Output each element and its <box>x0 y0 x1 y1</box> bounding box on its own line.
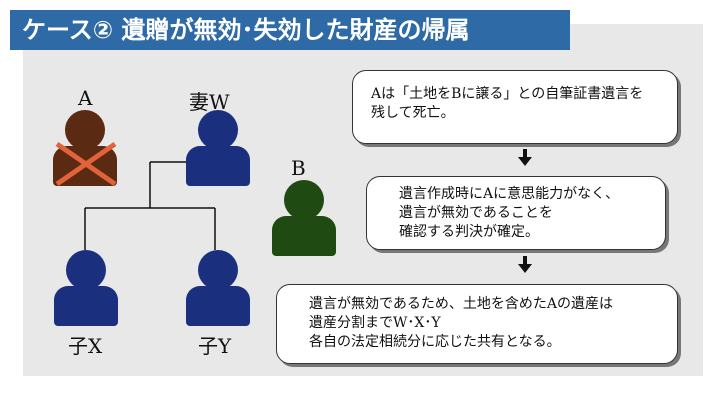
deceased-cross-icon <box>55 141 117 187</box>
flow-box-1-line-1: Aは「土地をBに譲る」との自筆証書遺言を <box>371 86 644 102</box>
flow-box-2-line-1: 遺言作成時にAに意思能力がなく、 <box>399 186 620 202</box>
person-b-label: B <box>291 156 306 180</box>
flow-box-1-line-2: 残して死亡。 <box>371 105 455 121</box>
person-y-head <box>198 250 238 290</box>
person-b-head <box>284 180 324 220</box>
person-x-label: 子X <box>68 334 103 358</box>
flow-box-3-line-3: 各自の法定相続分に応じた共有となる。 <box>309 334 561 350</box>
person-x-icon <box>54 250 118 326</box>
person-y-body <box>186 286 250 326</box>
flow-box-2-line-2: 遺言が無効であることを <box>399 205 553 221</box>
person-x-head <box>66 250 106 290</box>
person-b-icon <box>272 180 336 256</box>
person-a-head <box>65 110 105 150</box>
flow-box-2: 遺言作成時にAに意思能力がなく、 遺言が無効であることを 確認する判決が確定。 <box>366 176 666 250</box>
person-y-icon <box>186 250 250 326</box>
person-y-label: 子Y <box>198 334 232 358</box>
person-w-head <box>198 110 238 150</box>
person-x-body <box>54 286 118 326</box>
page-title: ケース② 遺贈が無効･失効した財産の帰属 <box>10 10 570 50</box>
person-a-label: A <box>78 86 93 110</box>
cross-stroke-2 <box>55 141 117 187</box>
flow-box-3-line-2: 遺産分割までW･X･Y <box>309 315 441 331</box>
flow-box-3-line-1: 遺言が無効であるため、土地を含めたAの遺産は <box>309 296 613 312</box>
person-w-icon <box>186 110 250 186</box>
person-w-body <box>186 146 250 186</box>
flow-box-1: Aは「土地をBに譲る」との自筆証書遺言を 残して死亡。 <box>352 70 678 144</box>
person-b-body <box>272 216 336 256</box>
flow-box-3: 遺言が無効であるため、土地を含めたAの遺産は 遺産分割までW･X･Y 各自の法定… <box>276 284 678 364</box>
flow-box-2-line-3: 確認する判決が確定。 <box>399 224 539 240</box>
